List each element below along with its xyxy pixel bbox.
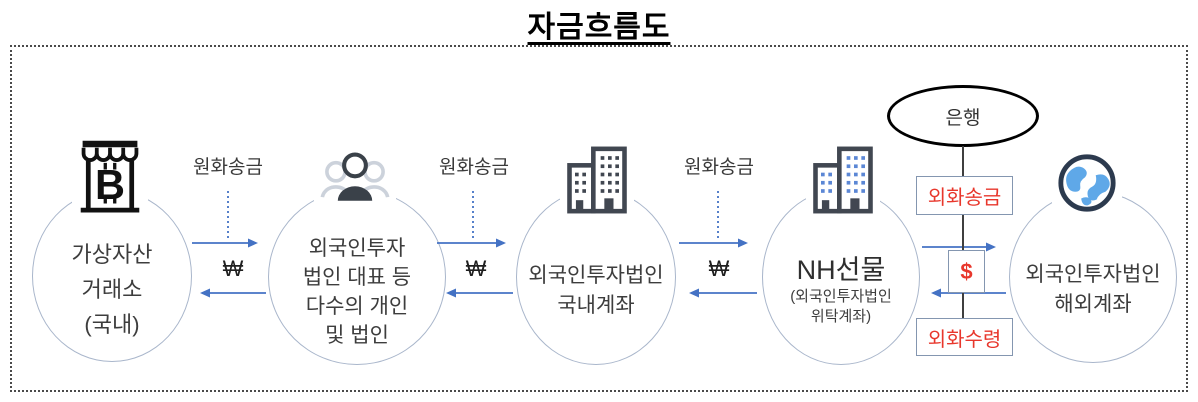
node-title: NH선물: [796, 255, 886, 285]
bank-label: 은행: [945, 107, 981, 129]
won-symbol: ₩: [465, 256, 487, 281]
globe-icon: [1052, 148, 1122, 218]
won-symbol: ₩: [222, 256, 244, 281]
fx-receive-label: 외화수령: [927, 328, 1002, 351]
fx-send-label: 외화송금: [927, 187, 1002, 209]
page-title: 자금흐름도: [527, 11, 671, 44]
node-label-line: 다수의 개인: [305, 295, 409, 318]
fx-send-box: 외화송금: [916, 176, 1013, 215]
buildings-icon: [560, 140, 634, 220]
krw-transfer-label: 원화송금: [684, 157, 754, 178]
fx-receive-box: 외화수령: [916, 318, 1013, 356]
diagram-frame: [10, 45, 1188, 392]
bitcoin-store-icon: B: [72, 136, 148, 220]
node-label-line: 가상자산: [71, 241, 153, 267]
dollar-symbol: $: [960, 258, 973, 284]
node-foreign-investors: 외국인투자 법인 대표 등 다수의 개인 및 법인: [268, 189, 446, 365]
node-subtitle-line: (외국인투자법인: [790, 288, 892, 305]
node-label-line: 법인 대표 등: [302, 266, 412, 289]
svg-text:B: B: [95, 161, 125, 208]
won-symbol: ₩: [708, 256, 730, 281]
node-label-line: (국내): [84, 311, 140, 337]
krw-transfer-label: 원화송금: [439, 157, 509, 178]
node-label-line: 및 법인: [325, 324, 389, 347]
people-icon: [314, 146, 396, 212]
node-label-line: 외국인투자법인: [1025, 263, 1161, 286]
node-subtitle-line: 위탁계좌): [810, 308, 872, 325]
krw-transfer-label: 원화송금: [193, 157, 263, 178]
node-label-line: 국내계좌: [557, 294, 635, 317]
dollar-box: $: [948, 250, 985, 293]
node-label-line: 거래소: [81, 276, 143, 302]
node-label-line: 외국인투자: [308, 237, 406, 260]
node-overseas-account: 외국인투자법인 해외계좌: [1009, 191, 1177, 363]
buildings-icon: [806, 140, 880, 220]
node-label-line: 외국인투자법인: [528, 264, 664, 287]
node-label-line: 해외계좌: [1054, 293, 1132, 316]
node-bank: 은행: [887, 85, 1039, 147]
